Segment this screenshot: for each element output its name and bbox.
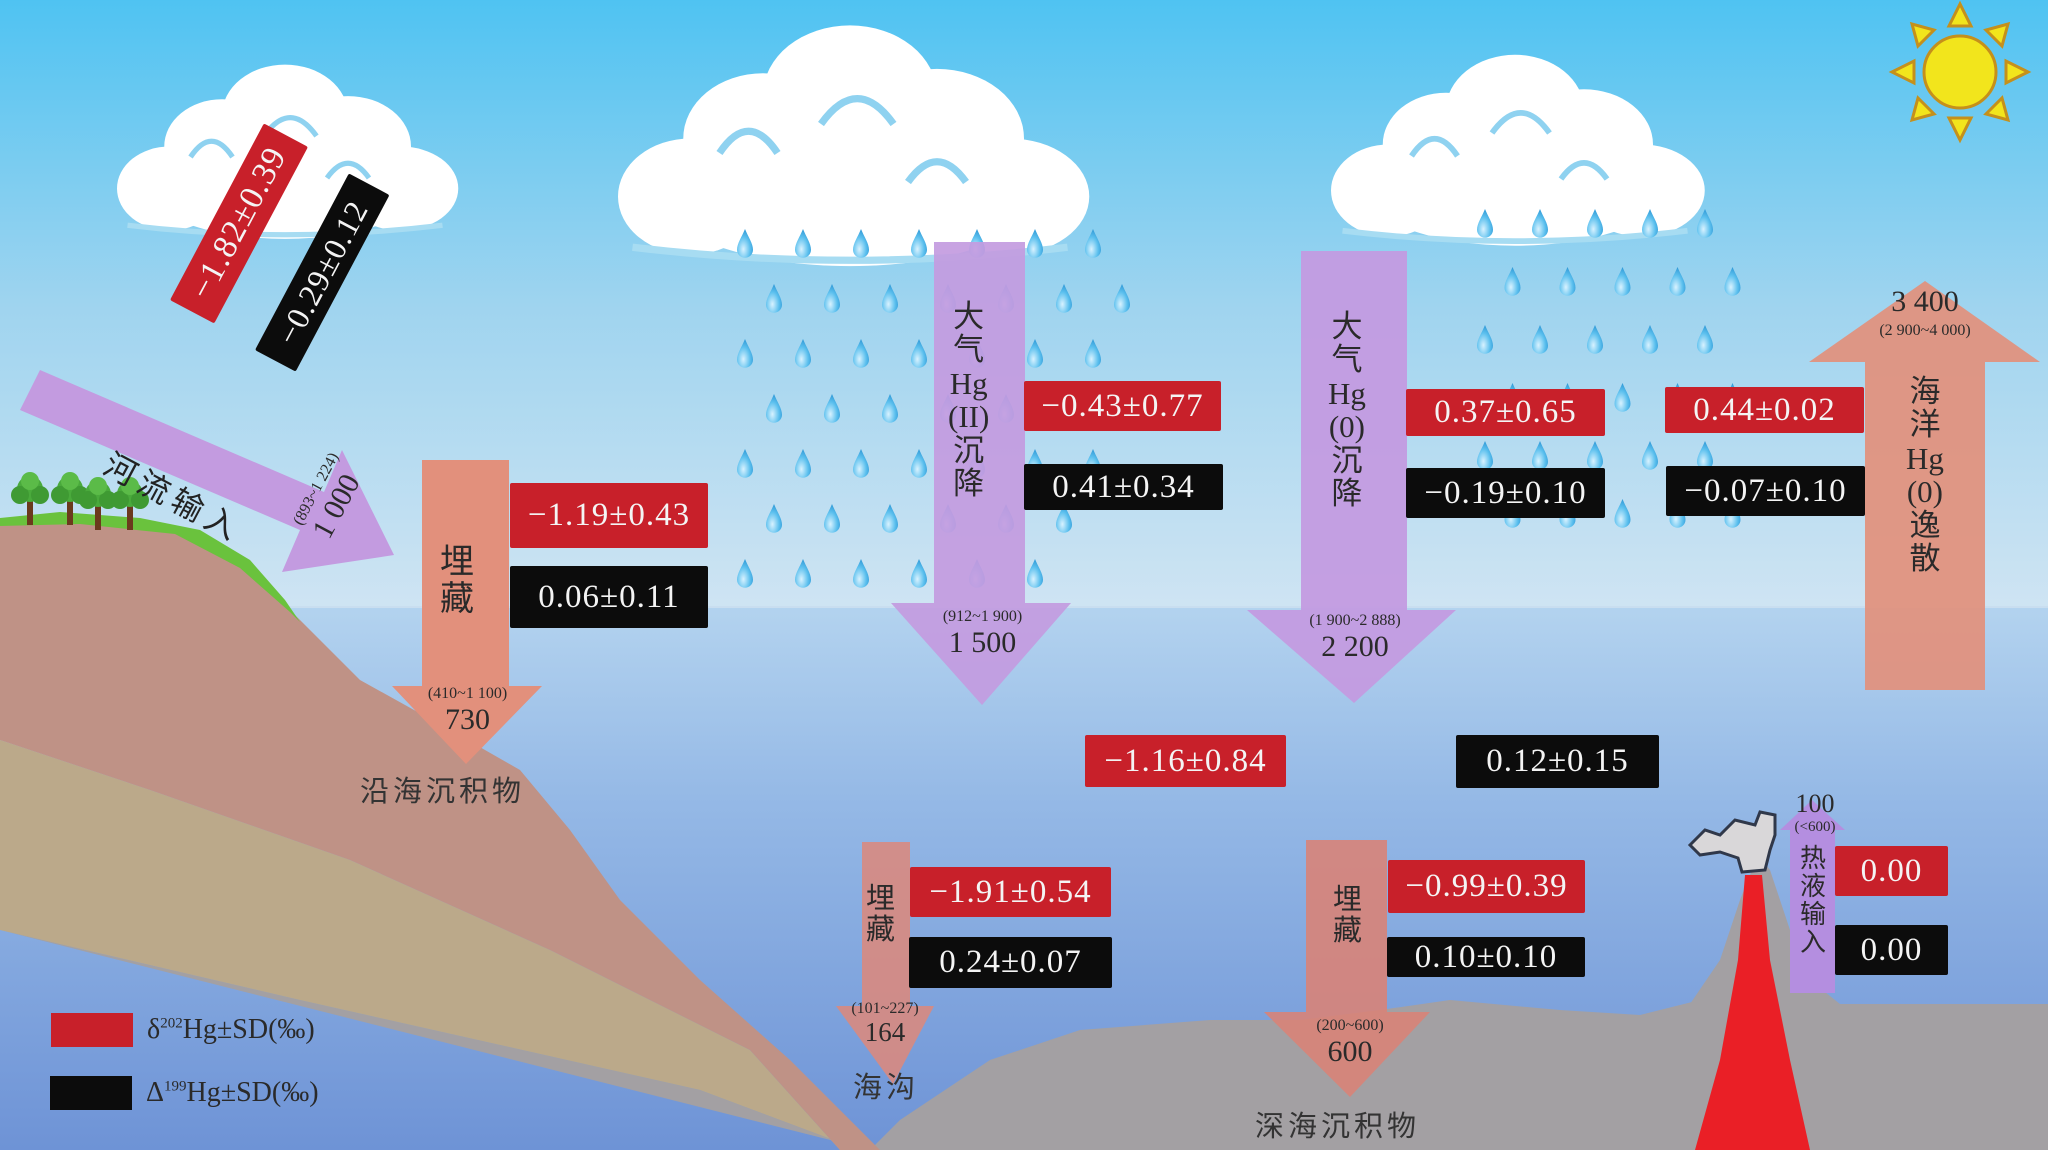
coastal-slope (0, 518, 880, 1150)
trench-burial-flux: (101~227) 164 (830, 1000, 940, 1047)
legend-swatch-red (51, 1013, 133, 1047)
deep-burial-flux: (200~600) 600 (1290, 1017, 1410, 1068)
deep-burial-label: 埋 藏 (1333, 884, 1363, 948)
hydrothermal-value: 100 (1795, 789, 1835, 818)
coastal-burial-arrow (392, 460, 542, 764)
atm-hg2-deposition-arrow (891, 242, 1071, 705)
atm-hg2-delta202-tag: −0.43±0.77 (1024, 381, 1221, 431)
seawater-Delta199-tag: 0.12±0.15 (1456, 735, 1659, 788)
deep-burial-value: 600 (1327, 1034, 1373, 1068)
deep-burial-range: (200~600) (1316, 1017, 1384, 1034)
coastal-sediment-label: 沿海沉积物 (360, 776, 526, 808)
atm-hg2-label: 大 气 Hg (II) 沉 降 (948, 299, 990, 502)
legend-delta202: δ202Hg±SD(‰) (51, 1013, 315, 1047)
deep-sea-burial-arrow (1264, 840, 1430, 1097)
atm-hg2-range: (912~1 900) (942, 608, 1023, 625)
hydrothermal-range: (<600) (1794, 818, 1836, 835)
legend-text-delta202: δ202Hg±SD(‰) (147, 1014, 315, 1045)
evasion-flux: 3 400 (2 900~4 000) (1850, 285, 2000, 340)
atm-hg0-range: (1 900~2 888) (1309, 612, 1401, 629)
deep-burial-Delta199-tag: 0.10±0.10 (1387, 937, 1585, 977)
trench-burial-range: (101~227) (851, 1000, 919, 1017)
seawater-delta202-tag: −1.16±0.84 (1085, 735, 1286, 787)
sun-icon (1888, 0, 2032, 144)
trench-burial-label: 埋 藏 (866, 883, 896, 947)
atm-hg0-deposition-arrow (1247, 251, 1456, 703)
evasion-label: 海 洋 Hg (0) 逸 散 (1906, 374, 1944, 577)
evasion-delta202-tag: 0.44±0.02 (1665, 387, 1864, 433)
hydrothermal-Delta199-tag: 0.00 (1835, 925, 1948, 975)
seafloor (0, 930, 2048, 1150)
trench-burial-value: 164 (864, 1016, 906, 1047)
atm-hg0-Delta199-tag: −0.19±0.10 (1406, 468, 1605, 518)
deep-burial-delta202-tag: −0.99±0.39 (1388, 860, 1585, 913)
coastal-burial-range: (410~1 100) (427, 685, 508, 702)
evasion-Delta199-tag: −0.07±0.10 (1666, 466, 1865, 516)
evasion-value: 3 400 (1891, 285, 1959, 318)
deep-sea-sediment-label: 深海沉积物 (1255, 1111, 1421, 1143)
atm-hg2-flux: (912~1 900) 1 500 (920, 608, 1045, 659)
legend-Delta199: Δ199Hg±SD(‰) (50, 1076, 319, 1110)
hydrothermal-flux: 100 (<600) (1775, 789, 1855, 835)
trench-burial-arrow (836, 842, 934, 1084)
atm-hg2-value: 1 500 (948, 625, 1017, 659)
evasion-range: (2 900~4 000) (1879, 322, 1971, 339)
river-input-arrow (20, 370, 394, 572)
legend-swatch-black (50, 1076, 132, 1110)
trench-burial-Delta199-tag: 0.24±0.07 (909, 937, 1112, 988)
sand-layer (0, 740, 860, 1150)
trench-label: 海沟 (853, 1072, 920, 1104)
coastal-burial-value: 730 (445, 702, 490, 736)
coastal-burial-label: 埋 藏 (440, 544, 474, 618)
atm-hg0-value: 2 200 (1321, 629, 1389, 663)
coastal-burial-delta202-tag: −1.19±0.43 (510, 483, 708, 548)
trench-burial-delta202-tag: −1.91±0.54 (910, 867, 1111, 917)
hydrothermal-input-arrow (1780, 800, 1845, 993)
legend-text-Delta199: Δ199Hg±SD(‰) (146, 1077, 319, 1108)
ocean-hg0-evasion-arrow (1809, 281, 2040, 690)
hydrothermal-delta202-tag: 0.00 (1835, 846, 1948, 896)
atm-hg0-delta202-tag: 0.37±0.65 (1406, 389, 1605, 436)
coastal-burial-Delta199-tag: 0.06±0.11 (510, 566, 708, 628)
atm-hg2-Delta199-tag: 0.41±0.34 (1024, 464, 1223, 510)
hydrothermal-label: 热 液 输 入 (1800, 844, 1827, 958)
atm-hg0-flux: (1 900~2 888) 2 200 (1285, 612, 1425, 663)
coastal-burial-flux: (410~1 100) 730 (405, 685, 530, 736)
atm-hg0-label: 大 气 Hg (0) 沉 降 (1328, 309, 1366, 512)
